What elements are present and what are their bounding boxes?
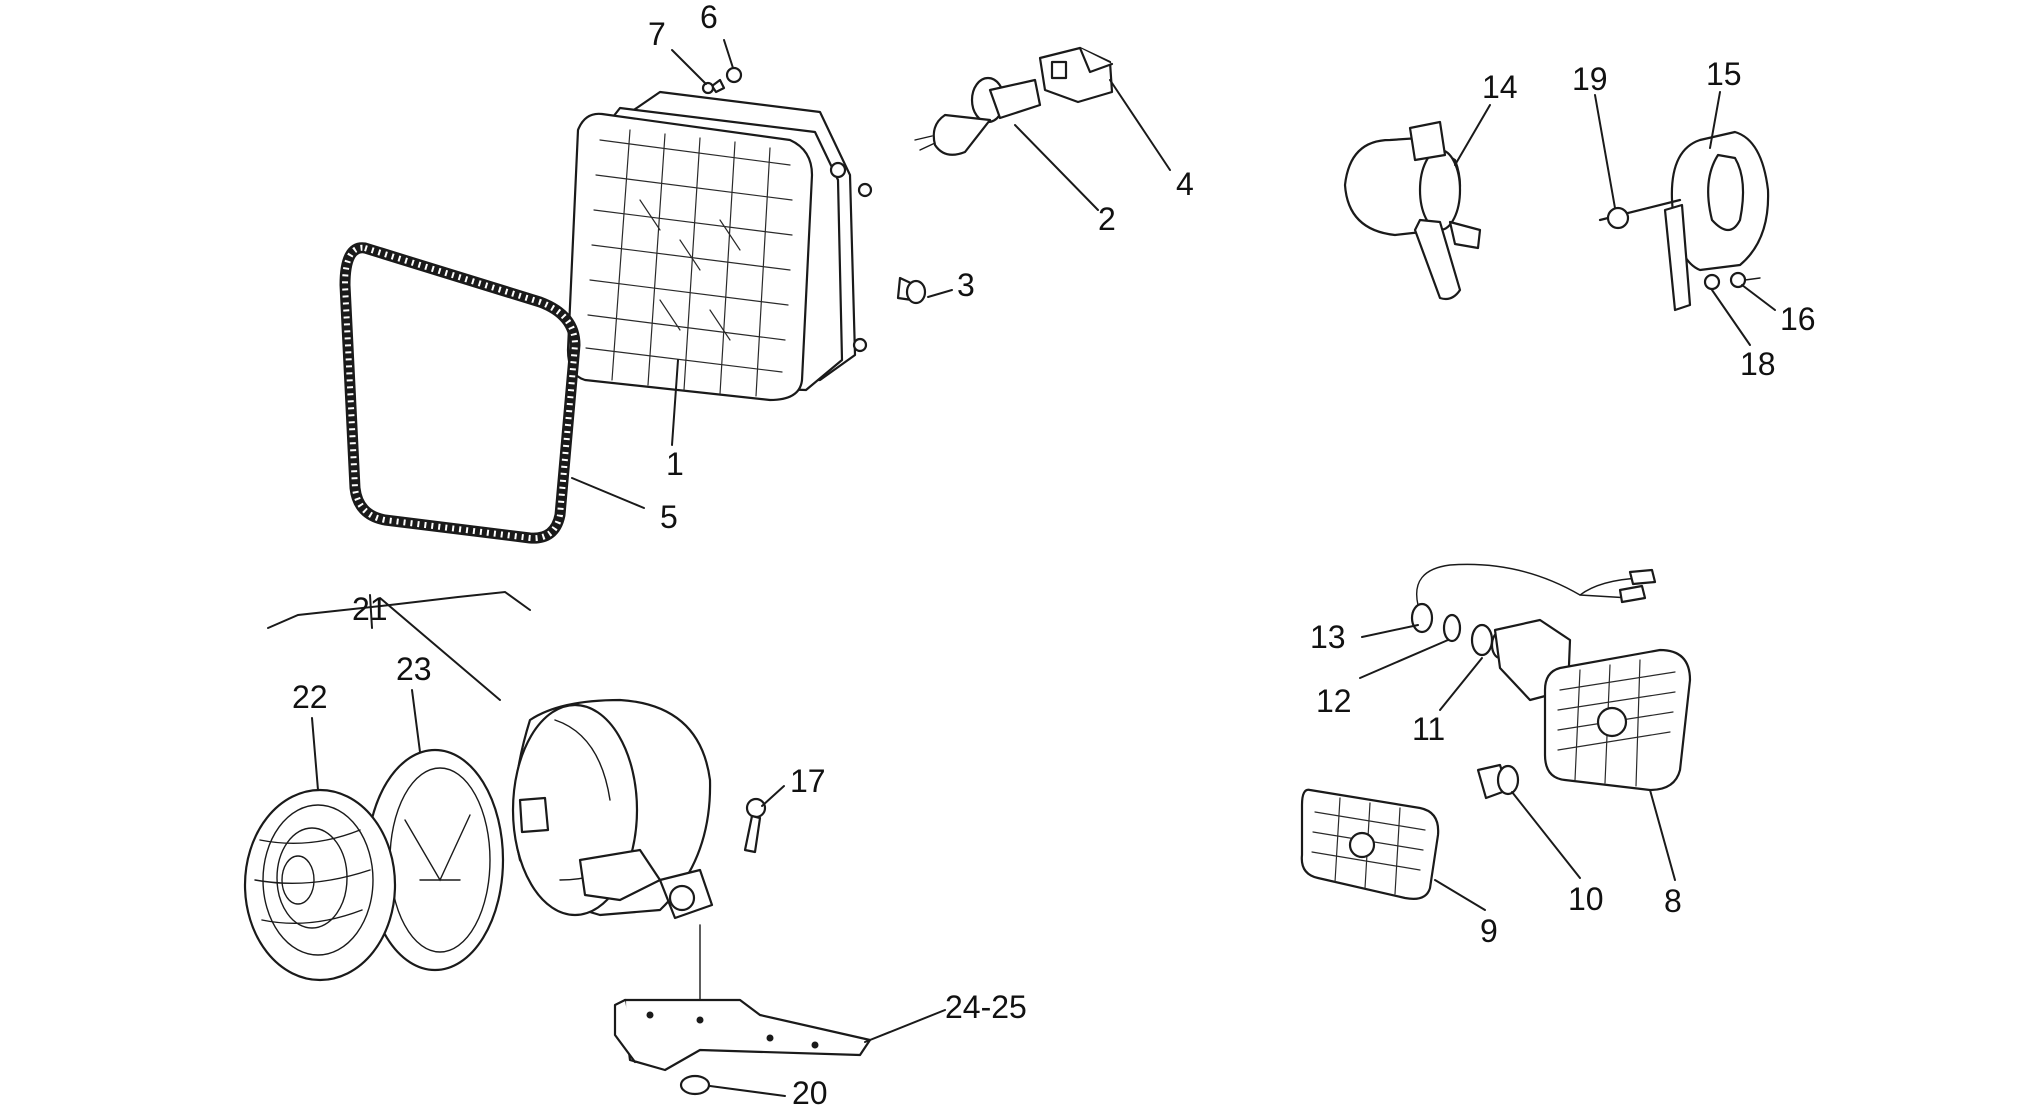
- callout-12: 12: [1316, 683, 1352, 719]
- callout-21: 21: [352, 591, 388, 627]
- horn-icon: [1343, 120, 1770, 312]
- round-headlight-icon: [243, 698, 767, 982]
- bracket-icon: [613, 924, 872, 1096]
- callout-3: 3: [957, 267, 975, 303]
- callout-5: 5: [660, 499, 678, 535]
- callout-15: 15: [1706, 56, 1742, 92]
- callout-14: 14: [1482, 69, 1518, 105]
- callout-19: 19: [1572, 61, 1608, 97]
- callout-2: 2: [1098, 201, 1116, 237]
- screw-icon: [701, 66, 743, 95]
- turn-signal-icon: [1300, 563, 1692, 900]
- callout-23: 23: [396, 651, 432, 687]
- callout-20: 20: [792, 1075, 828, 1107]
- callout-labels: 1 2 3 4 5 6 7 8 9 10 11 12 13 14 15 16 1…: [292, 0, 1816, 1107]
- callout-9: 9: [1480, 913, 1498, 949]
- callout-13: 13: [1310, 619, 1346, 655]
- callout-11: 11: [1412, 711, 1445, 747]
- callout-6: 6: [700, 0, 718, 35]
- callout-17: 17: [790, 763, 826, 799]
- callout-24-25: 24-25: [945, 989, 1027, 1025]
- callout-16: 16: [1780, 301, 1816, 337]
- leader-lines: [267, 39, 1776, 1097]
- callout-4: 4: [1176, 166, 1194, 202]
- gasket-icon: [339, 242, 581, 544]
- headlight-unit-icon: [566, 90, 873, 402]
- connector-icon: [1038, 46, 1114, 104]
- callout-18: 18: [1740, 346, 1776, 382]
- bulb-icon: [914, 76, 1042, 156]
- callout-7: 7: [648, 16, 666, 52]
- callout-8: 8: [1664, 883, 1682, 919]
- callout-10: 10: [1568, 881, 1604, 917]
- callout-1: 1: [666, 446, 684, 482]
- callout-22: 22: [292, 679, 328, 715]
- small-bulb-icon: [896, 276, 927, 305]
